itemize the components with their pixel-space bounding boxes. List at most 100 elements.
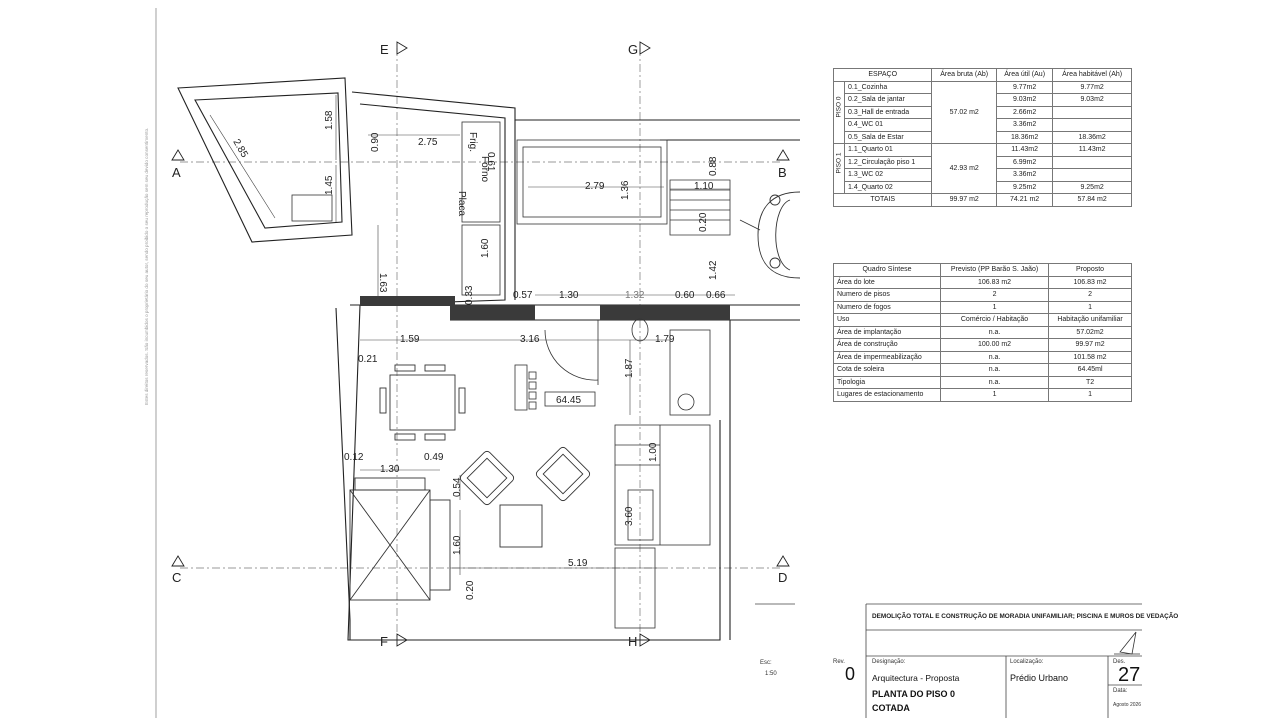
dim-0-21: 0.21 bbox=[358, 354, 378, 365]
dim-1-58: 1.58 bbox=[324, 110, 335, 130]
des-value: 27 bbox=[1118, 664, 1141, 686]
grid-label-e: E bbox=[380, 42, 389, 57]
header-proposto: Proposto bbox=[1048, 263, 1132, 277]
entry bbox=[349, 477, 451, 601]
dining-table bbox=[379, 364, 466, 441]
patio bbox=[516, 139, 761, 236]
dim-1-87: 1.87 bbox=[624, 358, 635, 378]
data-value: Agosto 2026 bbox=[1113, 702, 1142, 708]
dim-1-30b: 1.30 bbox=[380, 464, 400, 475]
dim-0-57: 0.57 bbox=[513, 290, 533, 301]
dim-0-33: 0.33 bbox=[464, 285, 475, 305]
dim-1-32: 1.32 bbox=[625, 290, 645, 301]
stairs bbox=[544, 318, 711, 629]
dim-0-66: 0.66 bbox=[706, 290, 726, 301]
esc-label: Esc: bbox=[760, 660, 772, 666]
side-note: Estes direitos reservados. São incumbido… bbox=[144, 127, 149, 405]
dim-1-42: 1.42 bbox=[708, 260, 719, 280]
dim-2-75: 2.75 bbox=[418, 137, 438, 148]
grid-markers bbox=[171, 41, 790, 647]
dim-0-61: 0.61 bbox=[485, 152, 496, 172]
grid-label-b: B bbox=[778, 165, 787, 180]
dim-0-90: 0.90 bbox=[370, 132, 381, 152]
totals-row: TOTAIS 99.97 m2 74.21 m2 57.84 m2 bbox=[832, 193, 1132, 207]
dim-0-60: 0.60 bbox=[675, 290, 695, 301]
grid-axes bbox=[180, 48, 780, 640]
grid-label-f: F bbox=[380, 634, 388, 649]
header-area-bruta: Área bruta (Ab) bbox=[931, 68, 997, 82]
logo-icon bbox=[1114, 631, 1140, 655]
designacao-value: Arquitectura - Proposta bbox=[872, 673, 960, 683]
dim-3-16: 3.16 bbox=[520, 334, 540, 345]
header-previsto: Previsto (PP Barão S. Jaão) bbox=[939, 263, 1050, 277]
dim-1-10: 1.10 bbox=[694, 181, 714, 192]
dim-0-12: 0.12 bbox=[344, 452, 364, 463]
dim-0-20b: 0.20 bbox=[465, 580, 476, 600]
rev-value: 0 bbox=[845, 664, 856, 684]
header-area-util: Área útil (Au) bbox=[995, 68, 1054, 82]
header-quadro-sintese: Quadro Síntese bbox=[833, 263, 941, 277]
label-forno: Forno bbox=[479, 156, 490, 183]
car bbox=[757, 191, 801, 279]
dim-0-88: 0.88 bbox=[708, 156, 719, 176]
group-label: PISO 1 bbox=[835, 152, 843, 174]
header-espaco: ESPAÇO bbox=[832, 68, 933, 82]
rev-label: Rev. bbox=[833, 659, 845, 665]
kitchen-counter bbox=[291, 121, 501, 296]
dim-1-79: 1.79 bbox=[655, 334, 675, 345]
data-label: Data: bbox=[1113, 688, 1128, 694]
label-placa: Placa bbox=[456, 191, 467, 216]
dim-1-63: 1.63 bbox=[377, 273, 388, 293]
dim-1-60a: 1.60 bbox=[480, 238, 491, 258]
drawing-title-2: COTADA bbox=[872, 703, 910, 713]
grid-label-a: A bbox=[172, 165, 181, 180]
areas-table: ESPAÇO Área bruta (Ab) Área útil (Au) Ár… bbox=[832, 68, 1132, 207]
label-frig: Frig. bbox=[467, 132, 478, 152]
grid-label-c: C bbox=[172, 570, 181, 585]
group-label: PISO 0 bbox=[835, 96, 843, 118]
project-title: DEMOLIÇÃO TOTAL E CONSTRUÇÃO DE MORADIA … bbox=[872, 613, 1179, 620]
dim-2-79: 2.79 bbox=[585, 181, 605, 192]
grid-label-g: G bbox=[628, 42, 638, 57]
table-row: PISO 1 1.1_Quarto 01 42.93 m2 11.43m2 11… bbox=[833, 143, 1132, 194]
des-label: Des. bbox=[1113, 659, 1126, 665]
dim-2-85: 2.85 bbox=[230, 137, 249, 160]
dim-1-59: 1.59 bbox=[400, 334, 420, 345]
dim-0-49: 0.49 bbox=[424, 452, 444, 463]
dim-5-19: 5.19 bbox=[568, 558, 588, 569]
table-row: PISO 0 0.1_Cozinha 57.02 m2 9.77m2 9.77m… bbox=[833, 80, 1132, 144]
dim-1-30a: 1.30 bbox=[559, 290, 579, 301]
localizacao-label: Localização: bbox=[1010, 659, 1044, 665]
dim-1-45: 1.45 bbox=[324, 175, 335, 195]
dim-1-60b: 1.60 bbox=[452, 535, 463, 555]
armchairs bbox=[459, 446, 591, 548]
dimension-lines bbox=[209, 95, 735, 575]
drawing-title-1: PLANTA DO PISO 0 bbox=[872, 689, 956, 699]
dim-1-36: 1.36 bbox=[620, 180, 631, 200]
dim-0-20a: 0.20 bbox=[698, 212, 709, 232]
designacao-label: Designação: bbox=[872, 659, 906, 665]
grid-label-d: D bbox=[778, 570, 787, 585]
dim-0-54: 0.54 bbox=[452, 477, 463, 497]
localizacao-value: Prédio Urbano bbox=[1010, 673, 1069, 683]
header-area-habitavel: Área habitável (Ah) bbox=[1052, 68, 1132, 82]
dim-3-60: 3.60 bbox=[624, 506, 635, 526]
summary-table: Quadro Síntese Previsto (PP Barão S. Jaã… bbox=[833, 263, 1132, 402]
esc-value: 1:50 bbox=[765, 671, 777, 677]
level-64-45: 64.45 bbox=[556, 395, 581, 406]
